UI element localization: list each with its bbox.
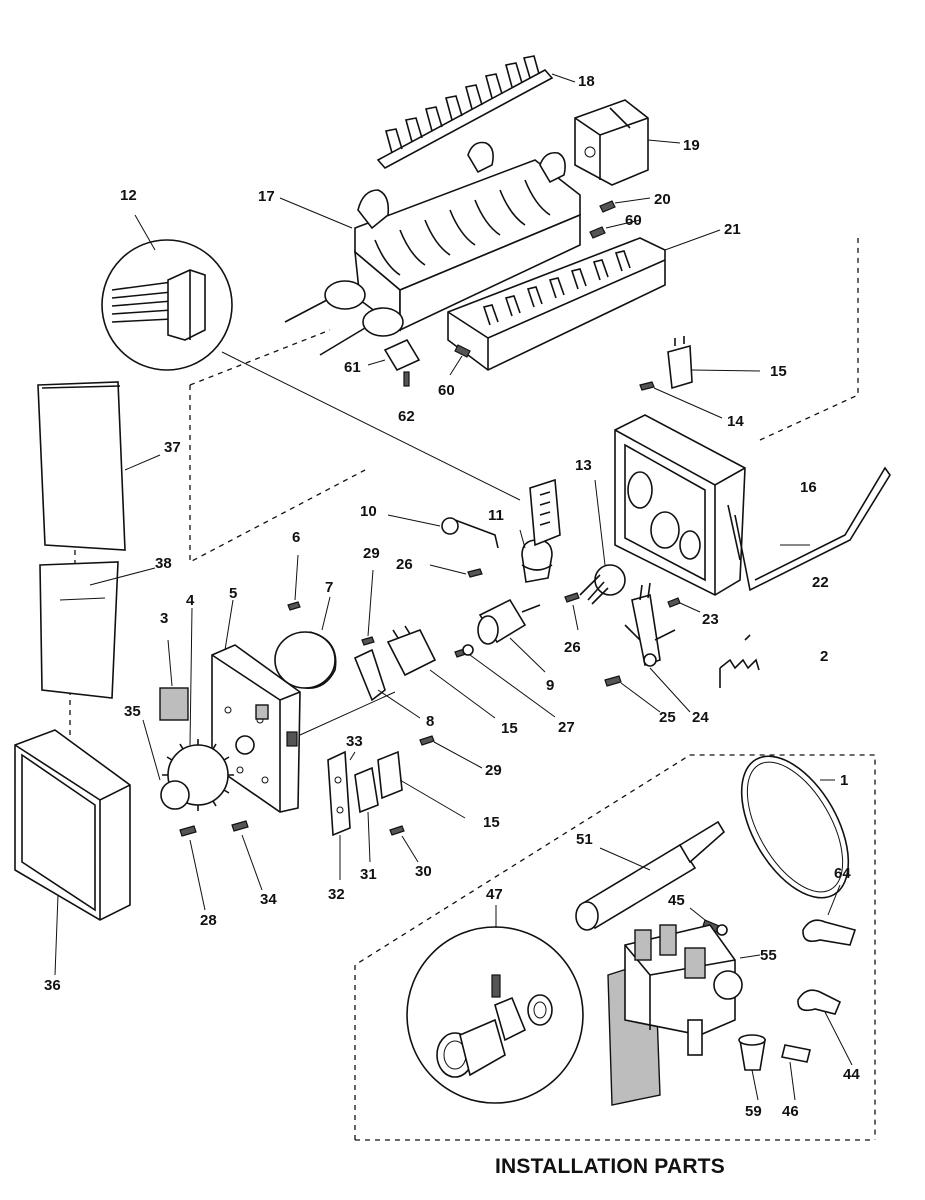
callout-24: 24 bbox=[692, 709, 709, 726]
callout-26b: 26 bbox=[564, 639, 581, 656]
screws-26-23-27 bbox=[429, 564, 701, 718]
part-15-switch-mid bbox=[386, 625, 496, 719]
installation-fittings bbox=[689, 884, 857, 1101]
part-1-ring bbox=[740, 755, 850, 899]
callout-51: 51 bbox=[576, 831, 593, 848]
callout-29b: 29 bbox=[485, 762, 502, 779]
callout-60b: 60 bbox=[438, 382, 455, 399]
callout-30: 30 bbox=[415, 863, 432, 880]
callout-38: 38 bbox=[155, 555, 172, 572]
part-51-tube bbox=[575, 820, 726, 931]
lower-bracket-cluster bbox=[179, 735, 483, 911]
callout-55: 55 bbox=[760, 947, 777, 964]
part-18-ejector bbox=[376, 55, 576, 170]
parts-24-25-2 bbox=[604, 582, 760, 713]
callout-6: 6 bbox=[292, 529, 301, 546]
callout-13: 13 bbox=[575, 457, 592, 474]
callout-18: 18 bbox=[578, 73, 595, 90]
part-5-plate-group bbox=[211, 554, 421, 813]
part-55-water-valve bbox=[607, 924, 761, 1106]
part-17-mold bbox=[279, 141, 581, 356]
callout-9: 9 bbox=[546, 677, 555, 694]
callout-16: 16 bbox=[800, 479, 817, 496]
callout-59: 59 bbox=[745, 1103, 762, 1120]
part-12-wire-harness bbox=[101, 214, 233, 371]
callout-27: 27 bbox=[558, 719, 575, 736]
callout-34: 34 bbox=[260, 891, 277, 908]
callout-26a: 26 bbox=[396, 556, 413, 573]
callout-60: 60 bbox=[625, 212, 642, 229]
callout-5: 5 bbox=[229, 585, 238, 602]
callout-12: 12 bbox=[120, 187, 137, 204]
part-21-shelf bbox=[447, 229, 721, 371]
callout-19: 19 bbox=[683, 137, 700, 154]
callout-33: 33 bbox=[346, 733, 363, 750]
installation-parts-region bbox=[354, 754, 876, 1141]
callout-37: 37 bbox=[164, 439, 181, 456]
part-16-housing bbox=[614, 414, 746, 596]
callout-62: 62 bbox=[398, 408, 415, 425]
callout-1: 1 bbox=[840, 772, 849, 789]
callout-15c: 15 bbox=[483, 814, 500, 831]
callout-2: 2 bbox=[820, 648, 829, 665]
callout-36: 36 bbox=[44, 977, 61, 994]
callout-25: 25 bbox=[659, 709, 676, 726]
callout-47: 47 bbox=[486, 886, 503, 903]
callout-10: 10 bbox=[360, 503, 377, 520]
callout-61: 61 bbox=[344, 359, 361, 376]
part-15-switch-top bbox=[639, 336, 761, 419]
callout-7: 7 bbox=[325, 579, 334, 596]
callout-15b: 15 bbox=[501, 720, 518, 737]
part-47-fitting-detail bbox=[406, 905, 584, 1104]
callout-44: 44 bbox=[843, 1066, 860, 1083]
callout-15a: 15 bbox=[770, 363, 787, 380]
mid-parts-10-11-13 bbox=[387, 478, 626, 605]
callout-35: 35 bbox=[124, 703, 141, 720]
part-9-motor bbox=[477, 598, 546, 673]
assembly-guide-lines bbox=[69, 238, 859, 738]
callout-14: 14 bbox=[727, 413, 744, 430]
part-4-gear bbox=[142, 607, 234, 811]
part-22-bail-arm bbox=[734, 466, 891, 592]
callout-8: 8 bbox=[426, 713, 435, 730]
manual-panels bbox=[14, 381, 161, 976]
callout-32: 32 bbox=[328, 886, 345, 903]
part-19-cover bbox=[574, 99, 681, 186]
installation-parts-title: INSTALLATION PARTS bbox=[495, 1155, 725, 1178]
small-hardware-top bbox=[367, 197, 651, 387]
callout-4: 4 bbox=[186, 592, 195, 609]
callout-28: 28 bbox=[200, 912, 217, 929]
callout-45: 45 bbox=[668, 892, 685, 909]
callout-20: 20 bbox=[654, 191, 671, 208]
callout-31: 31 bbox=[360, 866, 377, 883]
callout-22: 22 bbox=[812, 574, 829, 591]
callout-64: 64 bbox=[834, 865, 851, 882]
callout-3: 3 bbox=[160, 610, 169, 627]
callout-29a: 29 bbox=[363, 545, 380, 562]
callout-21: 21 bbox=[724, 221, 741, 238]
callout-46: 46 bbox=[782, 1103, 799, 1120]
callout-23: 23 bbox=[702, 611, 719, 628]
callout-11: 11 bbox=[488, 507, 504, 524]
callout-17: 17 bbox=[258, 188, 275, 205]
